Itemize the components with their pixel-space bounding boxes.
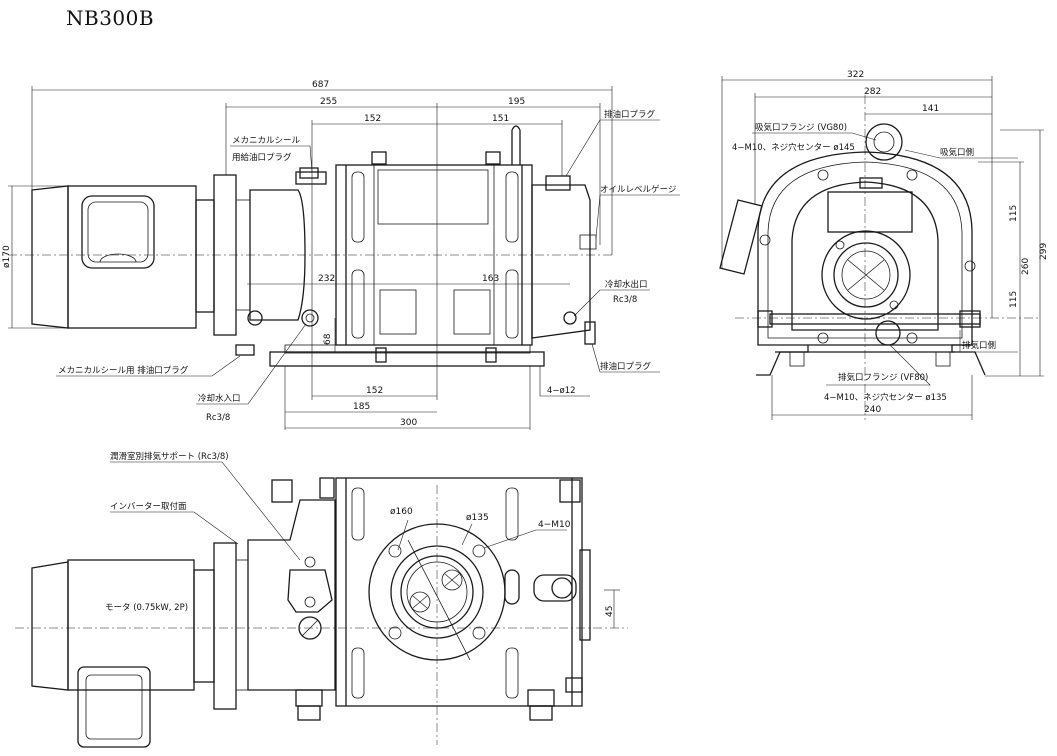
label-inlet-side: 吸気口側	[940, 147, 974, 158]
label-motor: モータ (0.75kW, 2P)	[105, 603, 188, 613]
dim-299: 299	[1039, 243, 1049, 260]
side-view: 687 255 195 152 151 232 163 68 152 185 3…	[2, 80, 680, 430]
dim-687: 687	[312, 80, 329, 90]
dim-160: ø160	[390, 507, 413, 517]
label-outlet-side: 排気口側	[962, 340, 996, 351]
dim-135: ø135	[466, 513, 489, 523]
dim-115a: 115	[1009, 205, 1019, 222]
label-oil-fill-plug: 排油口プラグ	[604, 109, 656, 120]
dim-170: ø170	[2, 245, 12, 268]
label-outlet-flange: 排気口フランジ (VF80)	[838, 372, 928, 383]
label-cooling-in-a: 冷却水入口	[198, 393, 241, 404]
dim-163: 163	[482, 274, 499, 284]
label-cooling-out-a: 冷却水出口	[605, 279, 648, 290]
label-inlet-spec: 4−M10、ネジ穴センター ø145	[732, 142, 855, 153]
label-oil-level-gauge: オイルレベルゲージ	[600, 184, 676, 195]
drawing-title: NB300B	[66, 6, 155, 30]
label-bolt-holes: 4−ø12	[547, 386, 576, 396]
dim-240: 240	[864, 405, 881, 415]
label-mech-seal-drain: メカニカルシール用 排油口プラグ	[58, 365, 189, 376]
label-inlet-flange: 吸気口フランジ (VG80)	[755, 122, 847, 133]
label-lube-exhaust: 潤滑室別排気サポート (Rc3/8)	[110, 451, 229, 462]
label-mech-seal-b: 用給油口プラグ	[232, 152, 292, 163]
label-mech-seal-a: メカニカルシール	[232, 136, 301, 146]
label-outlet-spec: 4−M10、ネジ穴センター ø135	[824, 392, 947, 403]
dim-232: 232	[318, 274, 335, 284]
dim-m10: 4−M10	[538, 520, 571, 530]
dim-195: 195	[508, 97, 525, 107]
dim-151: 151	[492, 114, 509, 124]
dim-322: 322	[847, 70, 864, 80]
dim-115b: 115	[1009, 291, 1019, 308]
dim-282: 282	[864, 87, 881, 97]
dim-141: 141	[922, 104, 939, 114]
label-drain-plug: 排油口プラグ	[600, 361, 652, 372]
label-cooling-out-b: Rc3/8	[613, 295, 637, 305]
dim-255: 255	[320, 97, 337, 107]
dim-45: 45	[605, 606, 615, 617]
dim-185: 185	[353, 402, 370, 412]
front-view: 322 282 141 115 260 299 115 240 吸気口フランジ …	[719, 70, 1049, 420]
dim-152b: 152	[366, 386, 383, 396]
dim-300: 300	[400, 418, 417, 428]
dim-68: 68	[323, 333, 333, 345]
dim-152: 152	[364, 114, 381, 124]
dim-260: 260	[1021, 258, 1031, 275]
label-cooling-in-b: Rc3/8	[206, 413, 230, 423]
label-inverter-face: インバーター取付面	[110, 501, 187, 512]
top-view: モータ (0.75kW, 2P)	[15, 451, 628, 748]
